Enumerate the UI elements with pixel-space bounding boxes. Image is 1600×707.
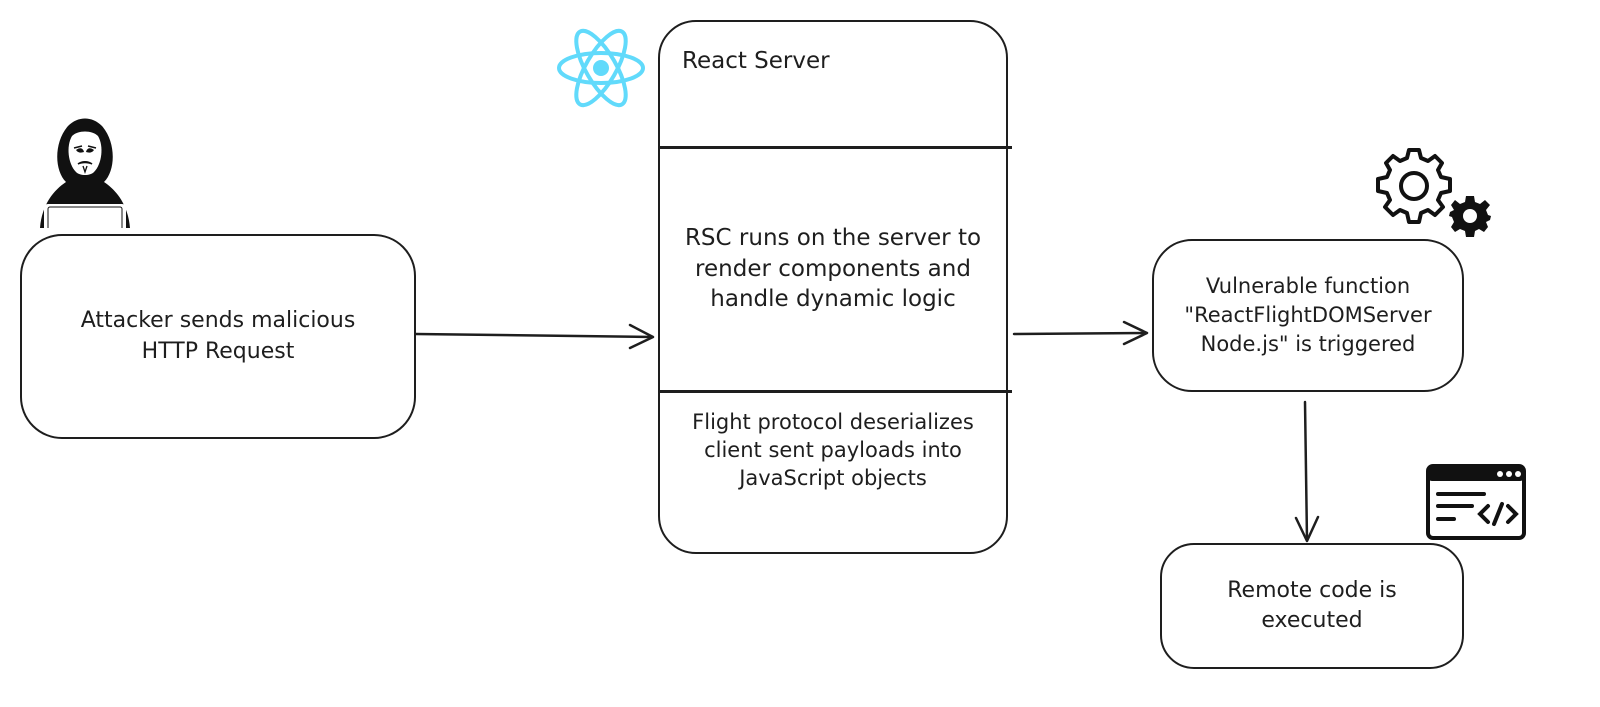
attacker-text: Attacker sends malicious HTTP Request — [80, 308, 356, 364]
remote-code-text: Remote code is executed — [1227, 577, 1397, 633]
vulnerable-function-box: Vulnerable function "ReactFlightDOMServe… — [1152, 239, 1464, 392]
remote-code-box: Remote code is executed — [1160, 543, 1464, 669]
vulnerable-function-text: Vulnerable function "ReactFlightDOMServe… — [1184, 274, 1432, 356]
attacker-box: Attacker sends malicious HTTP Request — [20, 234, 416, 439]
code-window-icon — [1426, 464, 1526, 540]
flight-protocol-text: Flight protocol deserializes client sent… — [692, 410, 974, 490]
server-divider-top — [658, 146, 1012, 149]
react-server-box: React Server RSC runs on the server to r… — [658, 20, 1012, 554]
rsc-section-text: RSC runs on the server to render compone… — [684, 225, 982, 313]
react-server-title: React Server — [682, 48, 830, 74]
arrow-vulnerable-to-rce — [1294, 400, 1320, 543]
arrow-server-to-vulnerable — [1012, 320, 1149, 346]
react-logo-icon — [557, 28, 645, 108]
server-divider-bottom — [658, 390, 1012, 393]
arrow-attacker-to-server — [414, 323, 655, 350]
gears-icon — [1376, 148, 1491, 237]
hooded-hacker-icon — [40, 118, 130, 228]
